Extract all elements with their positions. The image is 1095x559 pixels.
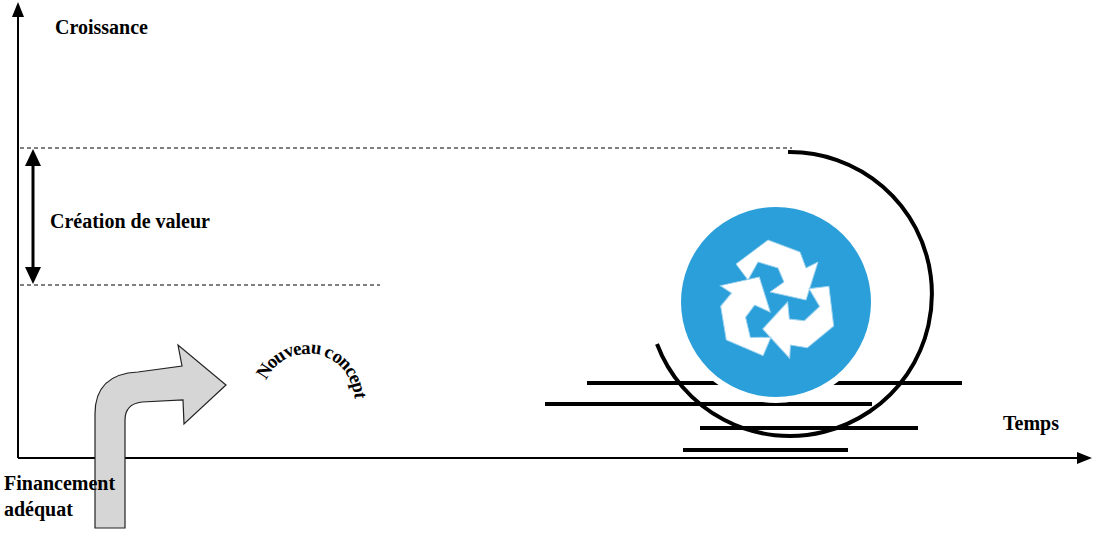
- y-axis: [17, 14, 19, 458]
- arc-letter: u: [309, 336, 323, 362]
- rail-line: [700, 426, 918, 430]
- axis-title: Croissance: [55, 14, 255, 40]
- value-arrow-head: [25, 267, 41, 284]
- y-axis-head: [12, 2, 24, 17]
- rail-line: [545, 402, 872, 406]
- rail-line: [683, 448, 848, 452]
- recycle-disc: [681, 207, 871, 397]
- x-axis: [18, 457, 1080, 459]
- lower-level-line: [20, 285, 380, 286]
- value-arrow: [32, 160, 35, 273]
- wheel-gap: [675, 201, 877, 403]
- upper-level-line: [20, 148, 792, 149]
- arc-letter: t: [347, 391, 372, 399]
- recycle-arrow: [701, 267, 794, 368]
- rolling-arc: [657, 152, 932, 436]
- funding-arrow: [95, 345, 226, 528]
- recycle-arrow: [757, 268, 850, 369]
- funding-label: Financement adéquat: [4, 470, 154, 522]
- bracket-label: Création de valeur: [50, 208, 310, 234]
- axis-title: Temps: [1003, 410, 1093, 436]
- recycle-symbol: [701, 240, 849, 369]
- value-arrow-head: [25, 149, 41, 166]
- x-axis-head: [1077, 452, 1092, 464]
